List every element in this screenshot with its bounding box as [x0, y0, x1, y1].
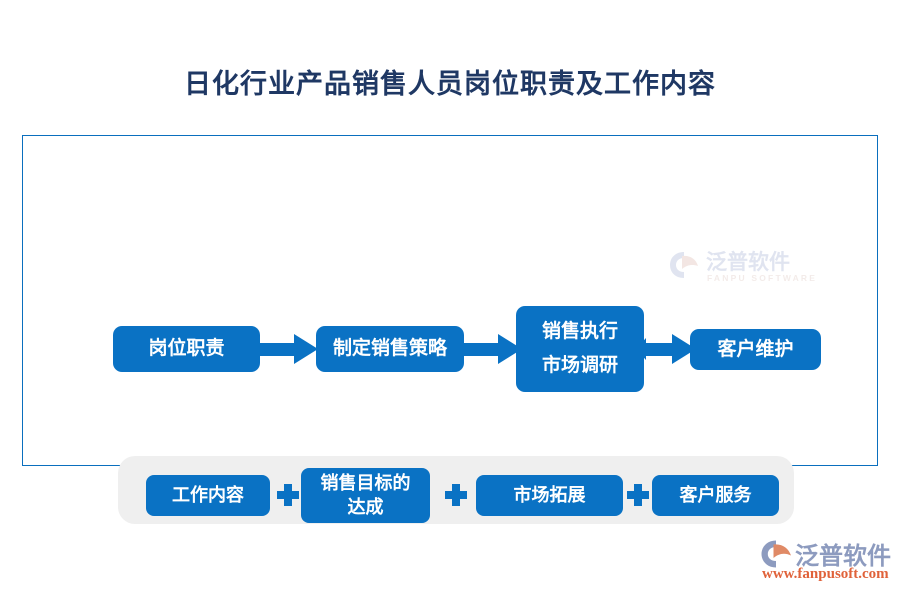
- brand-name-cn: 泛普软件: [795, 544, 891, 570]
- watermark: 泛普软件 FANPU SOFTWARE: [668, 246, 815, 302]
- arrow-right-icon: [636, 334, 696, 364]
- flow-box-label-line1: 销售执行: [541, 321, 618, 343]
- fanpu-logo-icon: [668, 250, 702, 280]
- arrow-right-icon: [464, 334, 522, 364]
- arrow-shaft: [464, 343, 500, 356]
- content-box-customer-service[interactable]: 客户服务: [652, 475, 779, 516]
- flow-box-label: 岗位职责: [148, 338, 225, 360]
- page-title: 日化行业产品销售人员岗位职责及工作内容: [184, 69, 716, 99]
- watermark-name-cn: 泛普软件: [706, 250, 790, 274]
- content-box-label: 客户服务: [679, 484, 752, 505]
- content-box-sales-target[interactable]: 销售目标的 达成: [301, 468, 430, 523]
- content-box-label: 工作内容: [172, 484, 244, 505]
- content-box-work-content[interactable]: 工作内容: [146, 475, 270, 516]
- flow-box-label: 制定销售策略: [332, 338, 447, 360]
- flow-box-sales-strategy[interactable]: 制定销售策略: [316, 326, 464, 372]
- arrow-shaft: [260, 343, 296, 356]
- flow-box-sales-execution[interactable]: 销售执行 市场调研: [516, 306, 644, 392]
- fanpu-logo-icon: [760, 539, 794, 569]
- plus-icon: [277, 484, 299, 506]
- arrow-right-icon: [260, 334, 318, 364]
- arrow-shaft: [644, 343, 676, 356]
- flow-box-customer-maintenance[interactable]: 客户维护: [690, 329, 821, 370]
- brand-logo: 泛普软件 www.fanpusoft.com: [760, 536, 892, 586]
- flow-box-job-duties[interactable]: 岗位职责: [113, 326, 260, 372]
- content-box-label: 市场拓展: [513, 484, 586, 505]
- plus-icon: [627, 484, 649, 506]
- arrow-head: [294, 334, 318, 364]
- flow-box-label: 客户维护: [717, 338, 794, 360]
- flow-box-label-line2: 市场调研: [541, 355, 618, 376]
- content-box-market-expansion[interactable]: 市场拓展: [476, 475, 623, 516]
- plus-icon: [445, 484, 467, 506]
- brand-url: www.fanpusoft.com: [762, 566, 889, 582]
- watermark-name-en: FANPU SOFTWARE: [707, 273, 818, 283]
- content-box-label-line2: 达成: [347, 496, 384, 517]
- diagram-panel: 岗位职责 制定销售策略 销售执行 市场调研 客户维护 泛普软件 FANPU SO…: [22, 135, 878, 524]
- content-box-label-line1: 销售目标的: [320, 472, 411, 493]
